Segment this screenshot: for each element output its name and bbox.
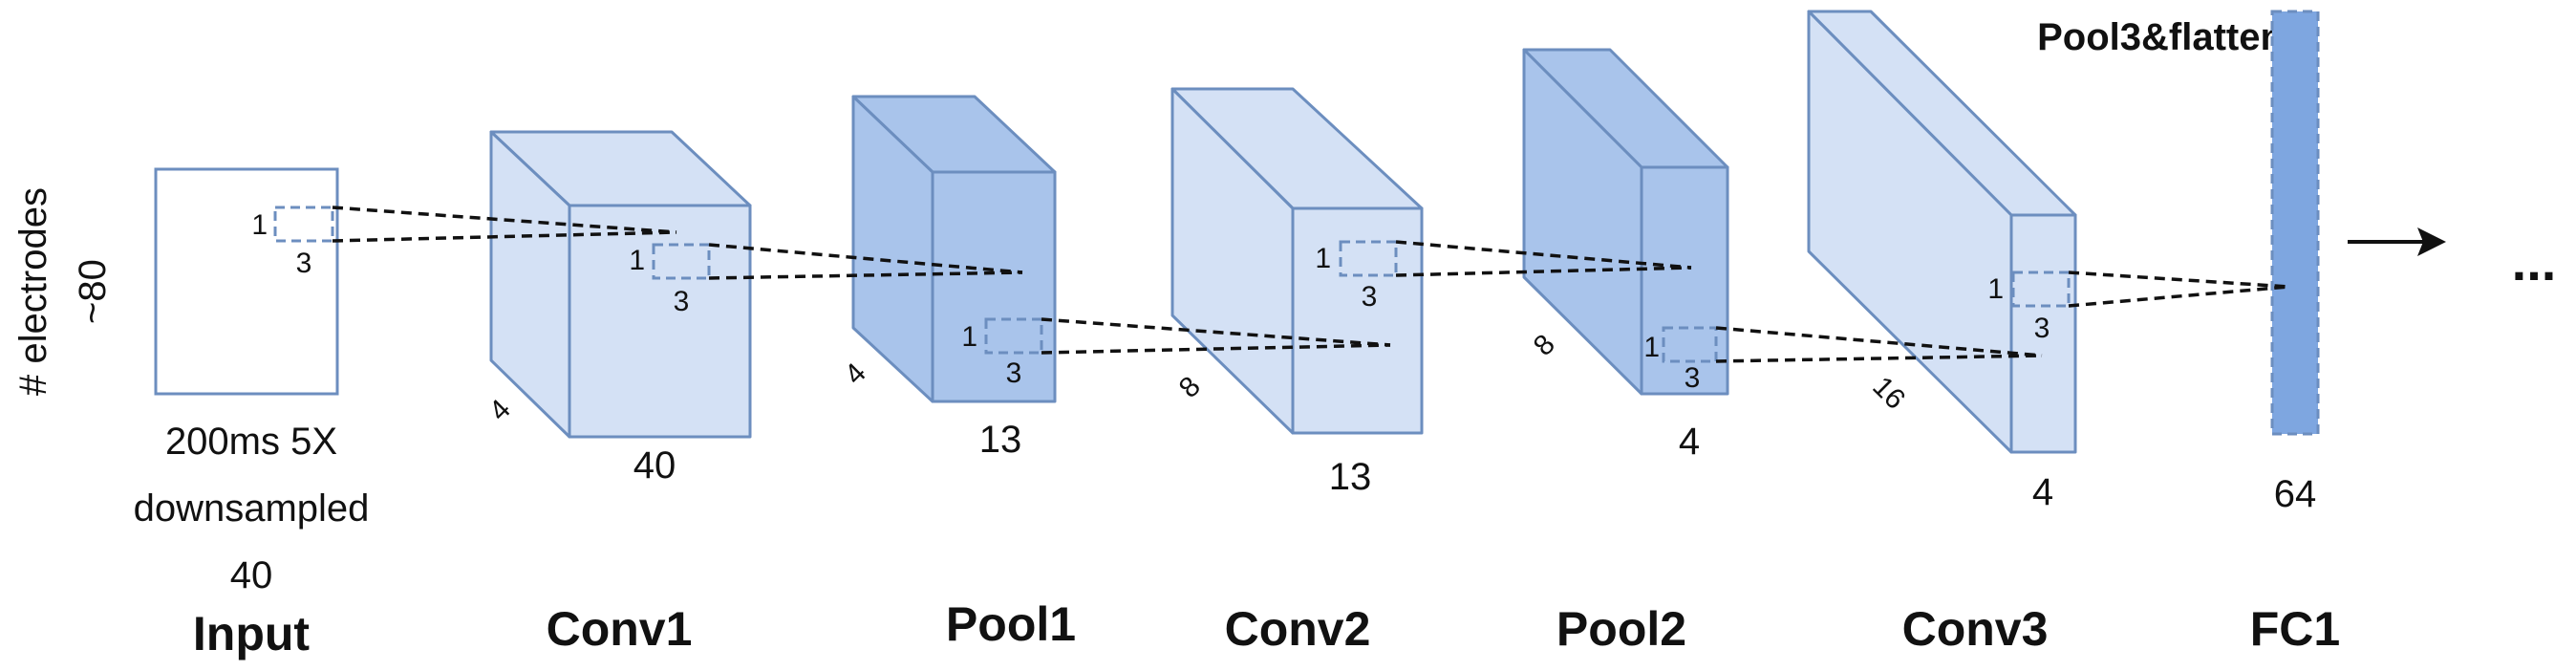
pool2-depth: 8 (1528, 329, 1561, 362)
conv3-kernel-h: 1 (1987, 273, 2004, 305)
stage-label-pool2: Pool2 (1556, 602, 1686, 656)
connector-pool1-bottom (1041, 343, 1391, 355)
conv1-block: 1 3 4 40 Conv1 (483, 130, 752, 656)
pool2-kernel-h: 1 (1643, 332, 1660, 363)
conv3-width: 4 (2032, 471, 2053, 513)
input-width-label: 40 (230, 554, 273, 596)
continuation-ellipsis: ... (2512, 231, 2557, 292)
connector-conv1-top (708, 243, 1023, 274)
pool1-kernel-w: 3 (1006, 357, 1022, 389)
conv3-kernel (2011, 271, 2071, 308)
fc1-bar (2270, 10, 2320, 436)
conv2-front-face (1291, 206, 1424, 435)
input-kernel-h: 1 (251, 209, 268, 241)
connector-conv1-bottom (708, 271, 1023, 280)
stage-label-pool1: Pool1 (946, 597, 1076, 651)
stage-label-input: Input (193, 607, 311, 660)
conv2-width: 13 (1329, 456, 1372, 498)
connector-conv2-top (1395, 240, 1692, 270)
connector-input-bottom (332, 230, 677, 243)
connector-pool2-top (1715, 326, 2043, 357)
continuation-arrow (2348, 227, 2446, 256)
pool1-kernel-h: 1 (961, 321, 977, 353)
conv2-block: 1 3 8 13 Conv2 (1170, 87, 1424, 656)
input-block: 1 3 # electrodes ~80 200ms 5X downsample… (12, 167, 370, 660)
conv1-width: 40 (633, 444, 676, 487)
pool1-front-face (931, 170, 1057, 403)
input-height-label: ~80 (72, 259, 114, 324)
conv3-kernel-w: 3 (2034, 313, 2050, 344)
connector-conv3-bottom (2068, 285, 2289, 308)
input-caption-line2: downsampled (134, 487, 370, 530)
conv2-depth: 8 (1173, 371, 1207, 404)
pool1-kernel (984, 317, 1043, 355)
pool2-front-face (1640, 165, 1729, 396)
fc1-width: 64 (2274, 473, 2317, 515)
connector-lines (332, 206, 2289, 363)
input-side-label: # electrodes (12, 187, 54, 396)
pool2-width: 4 (1679, 421, 1700, 463)
connector-conv3-top (2068, 271, 2289, 289)
connector-input-top (332, 206, 677, 234)
pool2-kernel-w: 3 (1685, 362, 1701, 394)
input-rect (154, 167, 339, 396)
arrow-head (2417, 227, 2446, 256)
conv3-block: 1 3 16 4 Conv3 (1807, 10, 2077, 656)
stage-label-fc1: FC1 (2250, 602, 2340, 656)
stage-label-conv2: Conv2 (1225, 602, 1371, 656)
fc1-title: Pool3&flatten (2037, 16, 2284, 58)
conv2-kernel-w: 3 (1362, 281, 1378, 313)
stage-label-conv3: Conv3 (1902, 602, 2049, 656)
fc1-block: Pool3&flatten 64 FC1 (2037, 10, 2340, 656)
pool2-block: 1 3 8 4 Pool2 (1522, 48, 1729, 656)
input-kernel-w: 3 (296, 248, 312, 279)
pool1-width: 13 (979, 419, 1022, 461)
conv3-depth: 16 (1866, 371, 1911, 416)
connector-conv2-bottom (1395, 266, 1692, 277)
connector-pool1-top (1041, 317, 1391, 347)
pool1-depth: 4 (839, 357, 872, 391)
connector-pool2-bottom (1715, 354, 2043, 363)
pool2-kernel (1662, 326, 1718, 363)
stage-label-conv1: Conv1 (547, 602, 693, 656)
conv1-kernel-w: 3 (674, 286, 690, 317)
conv1-kernel (652, 243, 711, 280)
conv3-front-face (2009, 213, 2077, 454)
conv2-kernel-h: 1 (1315, 243, 1331, 274)
conv1-depth: 4 (483, 394, 517, 427)
conv2-kernel (1339, 240, 1398, 277)
conv1-front-face (568, 204, 752, 439)
conv1-kernel-h: 1 (629, 245, 645, 276)
input-caption-line1: 200ms 5X (165, 421, 337, 463)
pool1-block: 1 3 4 13 Pool1 (839, 95, 1076, 651)
